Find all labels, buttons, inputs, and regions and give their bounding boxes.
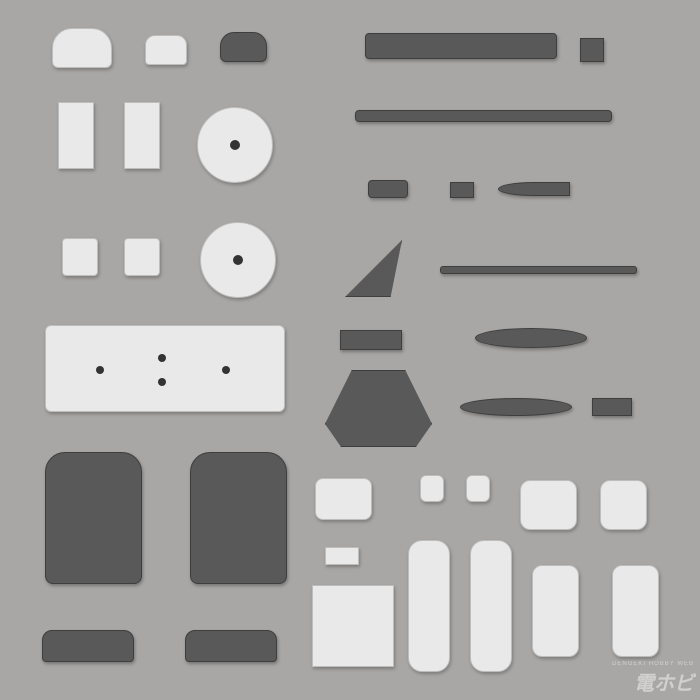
watermark-logo-text: 電ホビ [634, 673, 694, 695]
hand-frame-2 [612, 565, 659, 657]
claw-part [592, 398, 632, 416]
head-part-1 [52, 28, 112, 68]
head-part-dark [220, 32, 267, 62]
head-part-2 [145, 35, 187, 65]
watermark: DENGEKI HOBBY WEB 電ホビ [612, 661, 694, 696]
blade-part [460, 398, 572, 416]
torso-frame [45, 325, 285, 412]
axe-blade-top [345, 240, 402, 297]
foot-part-right [185, 630, 277, 662]
frame-square [312, 585, 394, 667]
shoulder-part-2 [124, 238, 160, 276]
sword-part [475, 328, 587, 348]
small-block [450, 182, 474, 198]
cannon-barrel [365, 33, 557, 59]
rifle [355, 110, 612, 122]
arm-frame-1 [408, 540, 450, 672]
hand-frame-1 [532, 565, 579, 657]
grip-part [340, 330, 402, 350]
small-cylinder [368, 180, 408, 198]
sphere-part-1 [197, 107, 273, 183]
spear-head [498, 182, 570, 196]
joint-part-1 [58, 102, 94, 169]
watermark-small-text: DENGEKI HOBBY WEB [612, 661, 694, 667]
leg-part-left [45, 452, 142, 584]
shoulder-part-1 [62, 238, 98, 276]
long-rod [440, 266, 637, 274]
leg-part-right [190, 452, 287, 584]
joint-part-2 [124, 102, 160, 169]
arm-joint-1 [520, 480, 577, 530]
arm-joint-2 [600, 480, 647, 530]
axe-head [325, 370, 432, 447]
chest-part [315, 478, 372, 520]
sphere-part-2 [200, 222, 276, 298]
clip-part [325, 547, 359, 565]
cannon-part-small [580, 38, 604, 62]
arm-frame-2 [470, 540, 512, 672]
connector-1 [420, 475, 444, 502]
connector-2 [466, 475, 490, 502]
foot-part-left [42, 630, 134, 662]
